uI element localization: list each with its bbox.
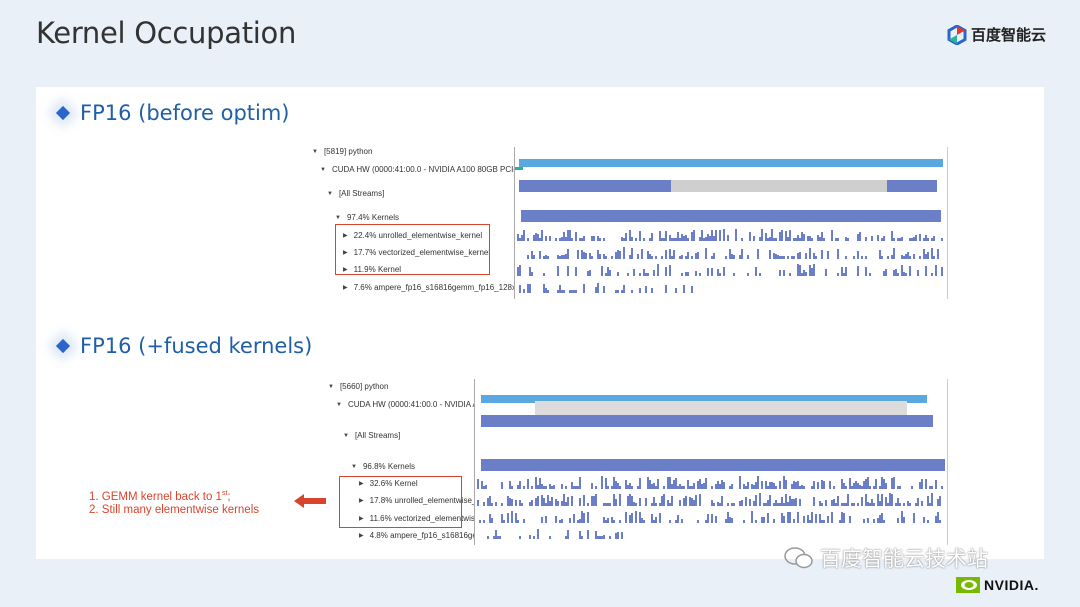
timeline-track xyxy=(519,159,943,167)
tree-row-device[interactable]: ▼ CUDA HW (0000:41:00.0 - NVIDIA A xyxy=(336,400,478,409)
diamond-bullet-icon xyxy=(55,105,71,121)
tree-label: [5819] python xyxy=(323,147,373,156)
annotation-superscript: st xyxy=(221,490,228,497)
tree-label: 22.4% unrolled_elementwise_kernel xyxy=(353,231,483,240)
expand-down-icon[interactable]: ▼ xyxy=(335,214,341,221)
slide-title: Kernel Occupation xyxy=(36,16,297,50)
tree-label: [All Streams] xyxy=(354,431,401,440)
tree-label: [All Streams] xyxy=(338,189,385,198)
section-heading-text: FP16 (+fused kernels) xyxy=(80,334,313,358)
timeline-track xyxy=(515,167,523,170)
annotation-text: 1. GEMM kernel back to 1st; 2. Still man… xyxy=(89,487,259,517)
tree-label: 17.7% vectorized_elementwise_kernel xyxy=(353,248,491,257)
timeline-track xyxy=(671,180,887,192)
timeline-track xyxy=(481,415,933,427)
nvidia-logo: NVIDIA. xyxy=(956,577,1039,593)
watermark-text: 百度智能云技术站 xyxy=(820,547,988,571)
kernel-activity-track xyxy=(475,511,947,523)
brand-name: 百度智能云 xyxy=(970,26,1046,44)
highlight-box-fused xyxy=(339,476,462,528)
expand-down-icon[interactable]: ▼ xyxy=(312,148,318,155)
wechat-icon xyxy=(784,547,813,569)
expand-down-icon[interactable]: ▼ xyxy=(320,166,326,173)
tree-label: 4.8% ampere_fp16_s16816ger xyxy=(369,531,480,540)
timeline-track xyxy=(481,395,927,403)
timeline-track xyxy=(521,210,941,222)
kernel-activity-track xyxy=(475,529,947,539)
tree-row-kernel[interactable]: ▶ 11.6% vectorized_elementwise xyxy=(359,514,479,523)
tree-label: 97.4% Kernels xyxy=(346,213,399,222)
tree-label: CUDA HW (0000:41:00.0 - NVIDIA A100 80GB… xyxy=(331,165,521,174)
expand-right-icon[interactable]: ▶ xyxy=(343,233,348,239)
kernel-activity-track xyxy=(515,229,947,241)
baidu-cloud-icon xyxy=(947,24,967,45)
section-heading-fused: FP16 (+fused kernels) xyxy=(55,334,313,358)
kernel-activity-track xyxy=(515,247,947,259)
tree-row-kernel[interactable]: ▶ 17.7% vectorized_elementwise_kernel xyxy=(343,248,490,257)
expand-down-icon[interactable]: ▼ xyxy=(351,463,357,470)
tree-row-kernel[interactable]: ▶ 11.9% Kernel xyxy=(343,265,401,274)
kernel-activity-track xyxy=(515,283,947,293)
timeline-track xyxy=(481,459,945,471)
kernel-activity-track xyxy=(475,476,947,489)
highlight-box-before xyxy=(335,224,490,275)
tree-row-kernel[interactable]: ▶ 22.4% unrolled_elementwise_kernel xyxy=(343,231,482,240)
tree-label: [5660] python xyxy=(339,382,389,391)
tree-row-streams[interactable]: ▼ [All Streams] xyxy=(327,189,384,198)
expand-right-icon[interactable]: ▶ xyxy=(343,250,348,256)
expand-down-icon[interactable]: ▼ xyxy=(328,383,334,390)
tree-label: CUDA HW (0000:41:00.0 - NVIDIA A xyxy=(347,400,478,409)
expand-down-icon[interactable]: ▼ xyxy=(336,401,342,408)
tree-label: 96.8% Kernels xyxy=(362,462,415,471)
expand-right-icon[interactable]: ▶ xyxy=(359,498,364,504)
timeline-track xyxy=(519,180,671,192)
nvidia-text: NVIDIA. xyxy=(984,577,1039,593)
timeline-track xyxy=(535,401,907,415)
tree-row-kernel[interactable]: ▶ 4.8% ampere_fp16_s16816ger xyxy=(359,531,479,540)
tree-row-kernel[interactable]: ▶ 32.6% Kernel xyxy=(359,479,418,488)
timeline-view-before[interactable] xyxy=(514,147,948,299)
nvidia-eye-icon xyxy=(956,577,980,593)
brand-logo: 百度智能云 xyxy=(947,24,1046,45)
expand-right-icon[interactable]: ▶ xyxy=(343,267,348,273)
tree-row-kernel[interactable]: ▶ 7.6% ampere_fp16_s16816gemm_fp16_128x1 xyxy=(343,283,520,292)
annotation-line-1: 1. GEMM kernel back to 1 xyxy=(89,490,222,503)
tree-row-kernel[interactable]: ▶ 17.8% unrolled_elementwise_ xyxy=(359,496,476,505)
timeline-view-fused[interactable] xyxy=(474,379,948,545)
kernel-activity-track xyxy=(475,493,947,506)
tree-row-process[interactable]: ▼ [5660] python xyxy=(328,382,388,391)
tree-row-kernels[interactable]: ▼ 96.8% Kernels xyxy=(351,462,415,471)
expand-right-icon[interactable]: ▶ xyxy=(359,481,364,487)
tree-label: 11.6% vectorized_elementwise xyxy=(369,514,480,523)
tree-row-kernels[interactable]: ▼ 97.4% Kernels xyxy=(335,213,399,222)
tree-row-streams[interactable]: ▼ [All Streams] xyxy=(343,431,400,440)
timeline-track xyxy=(887,180,937,192)
annotation-line-1-end: ; xyxy=(227,490,231,503)
tree-label: 7.6% ampere_fp16_s16816gemm_fp16_128x1 xyxy=(353,283,521,292)
tree-label: 11.9% Kernel xyxy=(353,265,402,274)
expand-down-icon[interactable]: ▼ xyxy=(327,190,333,197)
kernel-activity-track xyxy=(515,264,947,276)
section-heading-before: FP16 (before optim) xyxy=(55,101,290,125)
tree-label: 17.8% unrolled_elementwise_ xyxy=(369,496,477,505)
expand-down-icon[interactable]: ▼ xyxy=(343,432,349,439)
expand-right-icon[interactable]: ▶ xyxy=(359,533,364,539)
expand-right-icon[interactable]: ▶ xyxy=(343,285,348,291)
watermark: 百度智能云技术站 xyxy=(784,543,988,573)
tree-row-process[interactable]: ▼ [5819] python xyxy=(312,147,372,156)
tree-row-device[interactable]: ▼ CUDA HW (0000:41:00.0 - NVIDIA A100 80… xyxy=(320,165,520,174)
diamond-bullet-icon xyxy=(55,338,71,354)
expand-right-icon[interactable]: ▶ xyxy=(359,516,364,522)
annotation-line-2: 2. Still many elementwise kernels xyxy=(89,503,260,516)
tree-label: 32.6% Kernel xyxy=(369,479,418,488)
section-heading-text: FP16 (before optim) xyxy=(80,101,290,125)
left-arrow-icon xyxy=(294,494,326,508)
